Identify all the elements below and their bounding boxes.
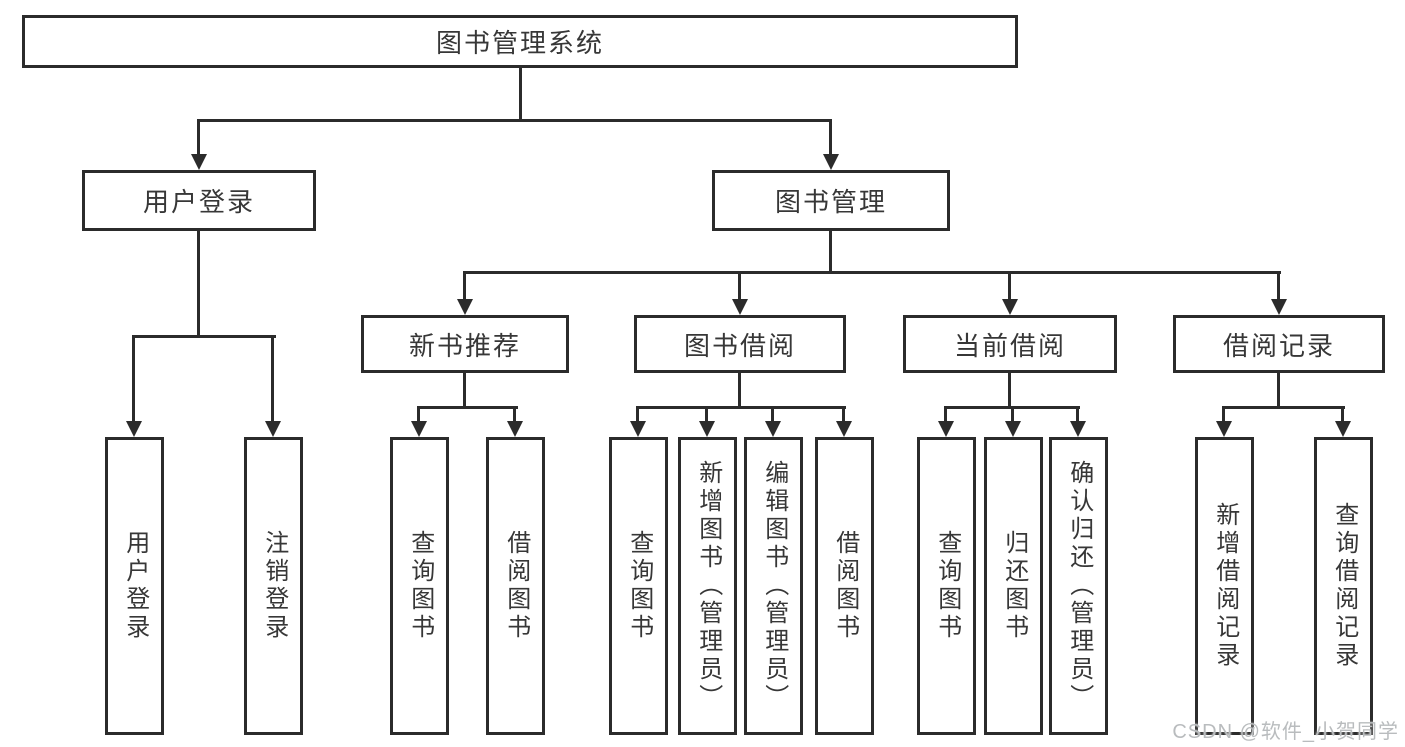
connector-root-stem bbox=[519, 68, 522, 121]
leaf-label: 查询图书 bbox=[625, 530, 653, 642]
arrowhead-down-icon bbox=[265, 335, 281, 437]
arrowhead-down-icon bbox=[457, 271, 473, 315]
connector-user-login-branch bbox=[133, 335, 276, 338]
leaf-query-books: 查询图书 bbox=[917, 437, 976, 735]
arrowhead-down-icon bbox=[411, 406, 427, 437]
leaf-edit-books-admin: 编辑图书（管理员） bbox=[744, 437, 803, 735]
csdn-watermark: CSDN @软件_小贺同学 bbox=[1172, 721, 1399, 743]
leaf-query-books: 查询图书 bbox=[609, 437, 668, 735]
leaf-borrow-books: 借阅图书 bbox=[815, 437, 874, 735]
leaf-label: 查询借阅记录 bbox=[1330, 502, 1358, 670]
leaf-borrow-books: 借阅图书 bbox=[486, 437, 545, 735]
arrowhead-down-icon bbox=[1216, 406, 1232, 437]
connector-branch bbox=[637, 406, 846, 409]
node-new-book-recommend: 新书推荐 bbox=[361, 315, 569, 373]
connector-stem bbox=[1277, 373, 1280, 408]
leaf-label: 编辑图书（管理员） bbox=[760, 460, 788, 712]
connector-stem bbox=[1008, 373, 1011, 408]
leaf-label: 新增图书（管理员） bbox=[694, 460, 722, 712]
leaf-label: 新增借阅记录 bbox=[1211, 502, 1239, 670]
connector-branch bbox=[418, 406, 518, 409]
connector-level3-branch bbox=[463, 271, 1281, 274]
connector-level2-branch bbox=[199, 119, 831, 122]
arrowhead-down-icon bbox=[938, 406, 954, 437]
leaf-label: 借阅图书 bbox=[502, 530, 530, 642]
arrowhead-down-icon bbox=[1335, 406, 1351, 437]
leaf-add-borrow-record: 新增借阅记录 bbox=[1195, 437, 1254, 735]
arrowhead-down-icon bbox=[1271, 271, 1287, 315]
arrowhead-down-icon bbox=[630, 406, 646, 437]
leaf-label: 查询图书 bbox=[406, 530, 434, 642]
node-current-borrow: 当前借阅 bbox=[903, 315, 1117, 373]
leaf-label: 注销登录 bbox=[260, 530, 288, 642]
leaf-label: 用户登录 bbox=[121, 530, 149, 642]
arrowhead-down-icon bbox=[191, 119, 207, 170]
arrowhead-down-icon bbox=[732, 271, 748, 315]
node-user-login: 用户登录 bbox=[82, 170, 316, 231]
node-root: 图书管理系统 bbox=[22, 15, 1018, 68]
leaf-label: 查询图书 bbox=[933, 530, 961, 642]
leaf-logout: 注销登录 bbox=[244, 437, 303, 735]
connector-stem bbox=[463, 373, 466, 408]
arrowhead-down-icon bbox=[126, 335, 142, 437]
connector-branch bbox=[1223, 406, 1345, 409]
arrowhead-down-icon bbox=[1070, 406, 1086, 437]
arrowhead-down-icon bbox=[836, 406, 852, 437]
connector-user-login-stem bbox=[197, 231, 200, 337]
leaf-add-books-admin: 新增图书（管理员） bbox=[678, 437, 737, 735]
leaf-query-borrow-record: 查询借阅记录 bbox=[1314, 437, 1373, 735]
leaf-label: 借阅图书 bbox=[831, 530, 859, 642]
arrowhead-down-icon bbox=[823, 119, 839, 170]
leaf-confirm-return-admin: 确认归还（管理员） bbox=[1049, 437, 1108, 735]
leaf-user-login: 用户登录 bbox=[105, 437, 164, 735]
leaf-return-books: 归还图书 bbox=[984, 437, 1043, 735]
arrowhead-down-icon bbox=[1005, 406, 1021, 437]
leaf-label: 归还图书 bbox=[1000, 530, 1028, 642]
leaf-query-books: 查询图书 bbox=[390, 437, 449, 735]
arrowhead-down-icon bbox=[699, 406, 715, 437]
leaf-label: 确认归还（管理员） bbox=[1065, 460, 1093, 712]
node-borrow-records: 借阅记录 bbox=[1173, 315, 1385, 373]
connector-stem bbox=[738, 373, 741, 408]
arrowhead-down-icon bbox=[765, 406, 781, 437]
arrowhead-down-icon bbox=[507, 406, 523, 437]
node-book-management: 图书管理 bbox=[712, 170, 950, 231]
connector-book-management-stem bbox=[829, 231, 832, 273]
arrowhead-down-icon bbox=[1002, 271, 1018, 315]
node-book-borrow: 图书借阅 bbox=[634, 315, 846, 373]
